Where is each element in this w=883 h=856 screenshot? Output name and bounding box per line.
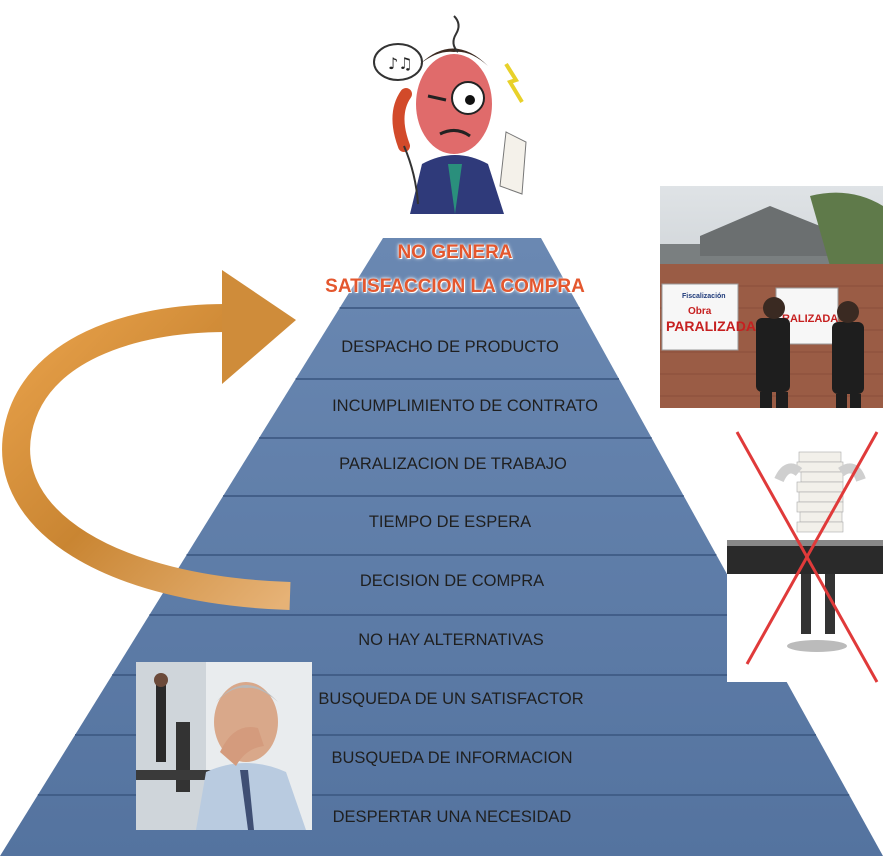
level-label-5: DECISION DE COMPRA bbox=[359, 572, 545, 590]
curved-feedback-arrow bbox=[2, 270, 296, 610]
crossed-out-paperwork-photo bbox=[727, 431, 883, 683]
level-label-7: BUSQUEDA DE UN SATISFACTOR bbox=[318, 690, 584, 708]
paralyzed-construction-photo: Fiscalización Obra PARALIZADA RALIZADA bbox=[660, 186, 883, 408]
sign-header: Fiscalización bbox=[682, 293, 726, 300]
level-label-8: BUSQUEDA DE INFORMACION bbox=[331, 749, 573, 767]
apex-title: NO GENERA SATISFACCION LA COMPRA bbox=[300, 236, 610, 304]
apex-title-line1: NO GENERA bbox=[397, 242, 513, 263]
svg-text:♪♫: ♪♫ bbox=[388, 54, 413, 73]
level-dividers bbox=[37, 307, 850, 796]
level-label-6: NO HAY ALTERNATIVAS bbox=[358, 631, 544, 649]
level-label-2: INCUMPLIMIENTO DE CONTRATO bbox=[332, 397, 598, 415]
stressed-man-on-phone-illustration: ♪♫ bbox=[370, 14, 540, 214]
svg-text:RALIZADA: RALIZADA bbox=[782, 313, 838, 325]
level-label-4: TIEMPO DE ESPERA bbox=[368, 513, 532, 531]
level-label-1: DESPACHO DE PRODUCTO bbox=[341, 338, 559, 356]
level-label-3: PARALIZACION DE TRABAJO bbox=[339, 455, 567, 473]
sign-line2: PARALIZADA bbox=[666, 318, 756, 334]
sign-line1: Obra bbox=[688, 306, 712, 317]
frustrated-businessman-photo bbox=[136, 662, 312, 830]
apex-title-line2: SATISFACCION LA COMPRA bbox=[325, 276, 585, 297]
level-label-9: DESPERTAR UNA NECESIDAD bbox=[332, 808, 572, 826]
